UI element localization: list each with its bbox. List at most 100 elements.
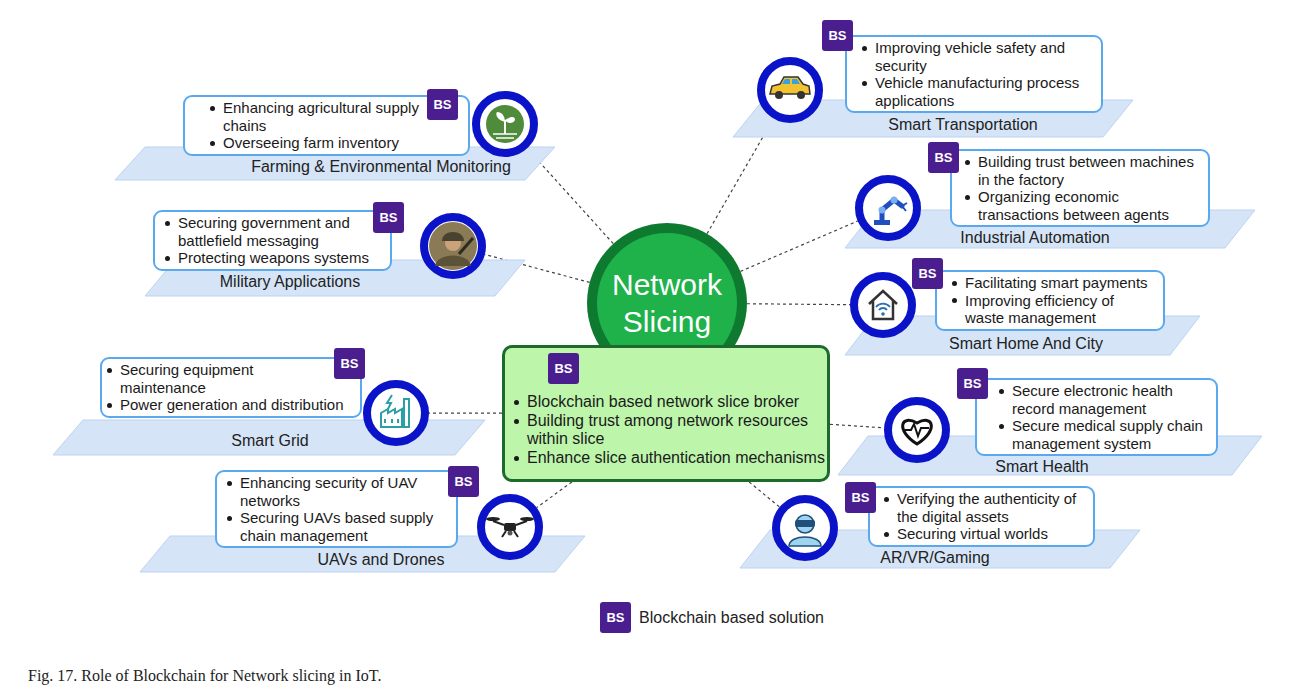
- bullet-text: Power generation and distribution: [120, 396, 343, 413]
- domain-icon: [367, 384, 425, 442]
- dashed-connector: [747, 303, 850, 305]
- feature-box: Verifying the authenticity of the digita…: [868, 486, 1095, 547]
- band-label: Smart Health: [995, 458, 1088, 475]
- figure-caption: Fig. 17. Role of Blockchain for Network …: [28, 667, 381, 684]
- icon-part: [789, 537, 821, 546]
- icon-part: [891, 197, 898, 204]
- bullet-dot: [514, 456, 519, 461]
- bs-badge: BS: [334, 348, 365, 379]
- bullet-dot: [107, 403, 112, 408]
- band-label-holder: Smart Health: [995, 458, 1088, 476]
- bs-badge: BS: [427, 89, 458, 120]
- badge-text: BS: [379, 210, 397, 225]
- bullet-text: Verifying the authenticity of the digita…: [897, 490, 1076, 525]
- bullet-text: Securing UAVs based supply chain managem…: [240, 509, 433, 544]
- icon-ring: [424, 217, 482, 275]
- bullet-text: Securing virtual worlds: [897, 525, 1048, 542]
- feature-box: Building trust between machines in the f…: [950, 149, 1210, 227]
- bullet-row: Securing government and battlefield mess…: [162, 214, 384, 249]
- bullet-dot: [965, 160, 970, 165]
- icon-ring: [476, 95, 534, 153]
- band-label: Military Applications: [220, 273, 361, 290]
- band-label: Farming & Environmental Monitoring: [251, 158, 511, 175]
- domain-icon: [776, 499, 834, 557]
- bullet-dot: [514, 419, 519, 424]
- bullet-row: Protecting weapons systems: [162, 249, 384, 267]
- icon-part: [381, 409, 402, 427]
- icon-part: [404, 399, 409, 427]
- icon-part: [442, 232, 464, 241]
- bullet-dot: [514, 400, 519, 405]
- bullet-text: Enhance slice authentication mechanisms: [527, 449, 825, 466]
- bullet-row: Improving efficiency of waste management: [949, 292, 1157, 327]
- bullet-text: Improving vehicle safety and security: [875, 39, 1065, 74]
- bullet-dot: [862, 81, 867, 86]
- icon-part: [496, 112, 505, 122]
- bullet-row: Securing equipment maintenance: [104, 361, 354, 396]
- bullet-row: Secure electronic health record manageme…: [996, 382, 1210, 417]
- bullet-row: Enhance slice authentication mechanisms: [511, 449, 825, 468]
- icon-part: [385, 419, 398, 423]
- bullet-dot: [107, 368, 112, 373]
- bullet-dot: [227, 481, 232, 486]
- bullet-text: Vehicle manufacturing process applicatio…: [875, 74, 1079, 109]
- icon-part: [493, 521, 527, 537]
- bullet-text: Securing government and battlefield mess…: [178, 214, 350, 249]
- domain-band: Smart Grid: [53, 420, 485, 455]
- bullet-dot: [227, 516, 232, 521]
- icon-part: [879, 207, 886, 214]
- bullet-text: Secure electronic health record manageme…: [1012, 382, 1173, 417]
- bullet-row: Power generation and distribution: [104, 396, 354, 414]
- bullet-dot: [884, 497, 889, 502]
- icon-ring: [481, 498, 539, 556]
- bs-badge: BS: [373, 202, 404, 233]
- bullet-dot: [965, 195, 970, 200]
- legend-swatch: BS: [600, 602, 631, 633]
- band-label-holder: Smart Home And City: [949, 335, 1103, 353]
- bullet-row: Building trust among network resources w…: [511, 412, 825, 449]
- bullet-row: Organizing economic transactions between…: [962, 188, 1202, 223]
- icon-part: [493, 134, 517, 138]
- icon-part: [903, 420, 932, 444]
- bs-badge: BS: [957, 368, 988, 399]
- bs-badge: BS: [448, 466, 479, 497]
- blockchain-hub-box: BS Blockchain based network slice brokerB…: [502, 345, 830, 482]
- bs-badge: BS: [548, 353, 579, 384]
- badge-text: BS: [851, 490, 869, 505]
- bullet-text: Blockchain based network slice broker: [527, 393, 799, 410]
- domain-icon: [761, 61, 819, 119]
- dashed-connector: [429, 412, 502, 413]
- bullet-dot: [884, 532, 889, 537]
- bullet-text: Securing equipment maintenance: [120, 361, 253, 396]
- icon-ring: [776, 499, 834, 557]
- icon-part: [504, 523, 516, 531]
- icon-part: [486, 517, 500, 521]
- feature-box: Enhancing security of UAV networksSecuri…: [215, 470, 458, 548]
- domain-icon: [859, 179, 917, 237]
- bullet-row: Verifying the authenticity of the digita…: [881, 490, 1087, 525]
- feature-box: Improving vehicle safety and securityVeh…: [845, 35, 1103, 113]
- bullet-text: Organizing economic transactions between…: [978, 188, 1169, 223]
- icon-part: [429, 222, 477, 270]
- band-label: Industrial Automation: [960, 229, 1109, 246]
- bullet-row: Improving vehicle safety and security: [859, 39, 1095, 74]
- icon-part: [796, 515, 814, 533]
- bullet-row: Building trust between machines in the f…: [962, 153, 1202, 188]
- bullet-text: Enhancing security of UAV networks: [240, 474, 417, 509]
- dashed-connector: [749, 482, 779, 507]
- icon-part: [508, 531, 513, 536]
- bullet-dot: [165, 221, 170, 226]
- icon-part: [902, 203, 907, 211]
- band-label-holder: Military Applications: [220, 273, 361, 291]
- bullet-dot: [210, 141, 215, 146]
- bullet-dot: [165, 256, 170, 261]
- icon-part: [435, 256, 471, 267]
- circle-title: Network Slicing: [602, 266, 732, 340]
- bullet-text: Secure medical supply chain management s…: [1012, 417, 1203, 452]
- badge-text: BS: [554, 361, 572, 376]
- feature-box: Secure electronic health record manageme…: [975, 378, 1218, 456]
- dashed-connector: [537, 482, 572, 508]
- feature-box: Securing government and battlefield mess…: [153, 210, 392, 271]
- bullet-text: Protecting weapons systems: [178, 249, 369, 266]
